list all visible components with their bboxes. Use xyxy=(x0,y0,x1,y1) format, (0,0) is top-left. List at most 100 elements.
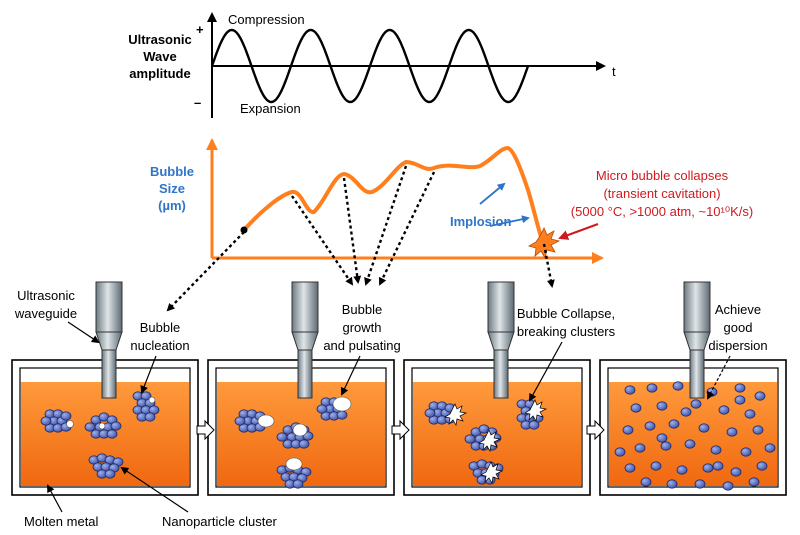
molten-metal-label: Molten metal xyxy=(24,514,99,529)
nanoparticle xyxy=(694,479,706,489)
bubble xyxy=(98,422,106,430)
collapse-text-3: (5000 °C, >1000 atm, ~10¹⁰K/s) xyxy=(571,204,753,219)
stage3-label-1: Bubble Collapse, xyxy=(517,306,615,321)
bubble-ylabel-1: Bubble xyxy=(150,164,194,179)
plus-sign: + xyxy=(196,22,204,37)
connector-collapse xyxy=(542,243,555,288)
nanoparticle xyxy=(644,421,656,431)
stage-2-crucible xyxy=(207,281,395,496)
molten-metal xyxy=(609,382,777,486)
nanoparticle xyxy=(656,433,668,443)
nanoparticle xyxy=(104,469,116,479)
nanoparticle xyxy=(754,391,766,401)
nanoparticle xyxy=(640,477,652,487)
dispersion-pointer xyxy=(707,355,731,400)
nanoparticle xyxy=(624,463,636,473)
nanoparticle xyxy=(722,481,734,491)
stage-row xyxy=(11,281,787,496)
waveguide-head xyxy=(487,281,515,333)
stage-3-crucible xyxy=(403,281,591,496)
cluster-label: Nanoparticle cluster xyxy=(162,514,278,529)
nanoparticle xyxy=(336,410,348,420)
stage4-label-2: good xyxy=(724,320,753,335)
collapse-burst-icon xyxy=(480,461,504,484)
nanoparticle xyxy=(712,461,724,471)
nanoparticle xyxy=(656,401,668,411)
stage-arrow-2 xyxy=(391,419,410,441)
cluster xyxy=(88,453,124,479)
collapse-burst-icon xyxy=(478,429,502,452)
nanoparticle xyxy=(710,445,722,455)
stage-arrow-1 xyxy=(196,419,215,441)
nanoparticle xyxy=(60,411,72,421)
waveguide-head xyxy=(291,281,319,333)
waveguide-pointer xyxy=(67,321,100,344)
stage2-label-3: and pulsating xyxy=(323,338,400,353)
nucleation-point xyxy=(240,226,248,234)
nanoparticle xyxy=(276,432,288,442)
bubble-size-curve xyxy=(242,146,544,241)
waveguide-head xyxy=(95,281,123,333)
bubble-ylabel-3: (µm) xyxy=(158,198,186,213)
bubble-ylabel-2: Size xyxy=(159,181,185,196)
connector-arrows xyxy=(166,165,555,312)
implosion-arrow-upper xyxy=(479,182,506,205)
nanoparticle xyxy=(756,461,768,471)
nanoparticle xyxy=(316,404,328,414)
nanoparticle xyxy=(84,422,96,432)
waveguide-taper xyxy=(291,331,319,351)
bubble xyxy=(285,457,303,471)
nanoparticle xyxy=(748,477,760,487)
stage-labels: Ultrasonic waveguide Bubble nucleation B… xyxy=(14,288,768,529)
nanoparticle xyxy=(726,427,738,437)
bubble xyxy=(66,420,74,428)
waveguide-horn xyxy=(493,349,509,399)
stage4-label-3: dispersion xyxy=(708,338,767,353)
nanoparticle xyxy=(630,403,642,413)
waveguide-taper xyxy=(487,331,515,351)
collapse-text-2: (transient cavitation) xyxy=(603,186,720,201)
nanoparticle xyxy=(734,383,746,393)
nanoparticle xyxy=(690,399,702,409)
stage2-label-1: Bubble xyxy=(342,302,382,317)
waveguide-label-2: waveguide xyxy=(14,306,77,321)
connector-growth-b xyxy=(342,177,362,284)
nanoparticle xyxy=(106,429,118,439)
minus-sign: – xyxy=(194,95,201,110)
connector-growth-d xyxy=(378,171,436,286)
nanoparticle xyxy=(668,419,680,429)
collapse-burst-icon xyxy=(527,227,561,260)
nanoparticle xyxy=(706,387,718,397)
bubble xyxy=(148,396,156,404)
nanoparticle xyxy=(634,443,646,453)
compression-label: Compression xyxy=(228,12,305,27)
nanoparticle xyxy=(464,434,476,444)
collapse-text-1: Micro bubble collapses xyxy=(596,168,729,183)
implosion-label: Implosion xyxy=(450,214,511,229)
bubble xyxy=(332,396,352,412)
nanoparticle xyxy=(684,439,696,449)
nanoparticle xyxy=(622,425,634,435)
nanoparticle xyxy=(646,383,658,393)
expansion-label: Expansion xyxy=(240,101,301,116)
stage4-label-1: Achieve xyxy=(715,302,761,317)
bubble xyxy=(257,414,275,428)
molten-metal-pointer xyxy=(47,484,63,513)
cluster-pointer xyxy=(120,466,189,513)
nanoparticle xyxy=(734,395,746,405)
nanoparticle xyxy=(698,423,710,433)
nanoparticle xyxy=(234,416,246,426)
cluster xyxy=(276,463,312,489)
nanoparticle xyxy=(40,416,52,426)
nanoparticle xyxy=(764,443,776,453)
nanoparticle xyxy=(702,463,714,473)
nanoparticle xyxy=(752,425,764,435)
cluster xyxy=(40,409,72,433)
wave-ylabel-2: Wave xyxy=(143,49,176,64)
growth-pointer xyxy=(340,355,361,396)
waveguide-head xyxy=(683,281,711,333)
nanoparticle xyxy=(424,408,436,418)
waveguide-horn xyxy=(297,349,313,399)
bubble-panel: Bubble Size (µm) Implosion Micro bubble … xyxy=(150,138,753,264)
